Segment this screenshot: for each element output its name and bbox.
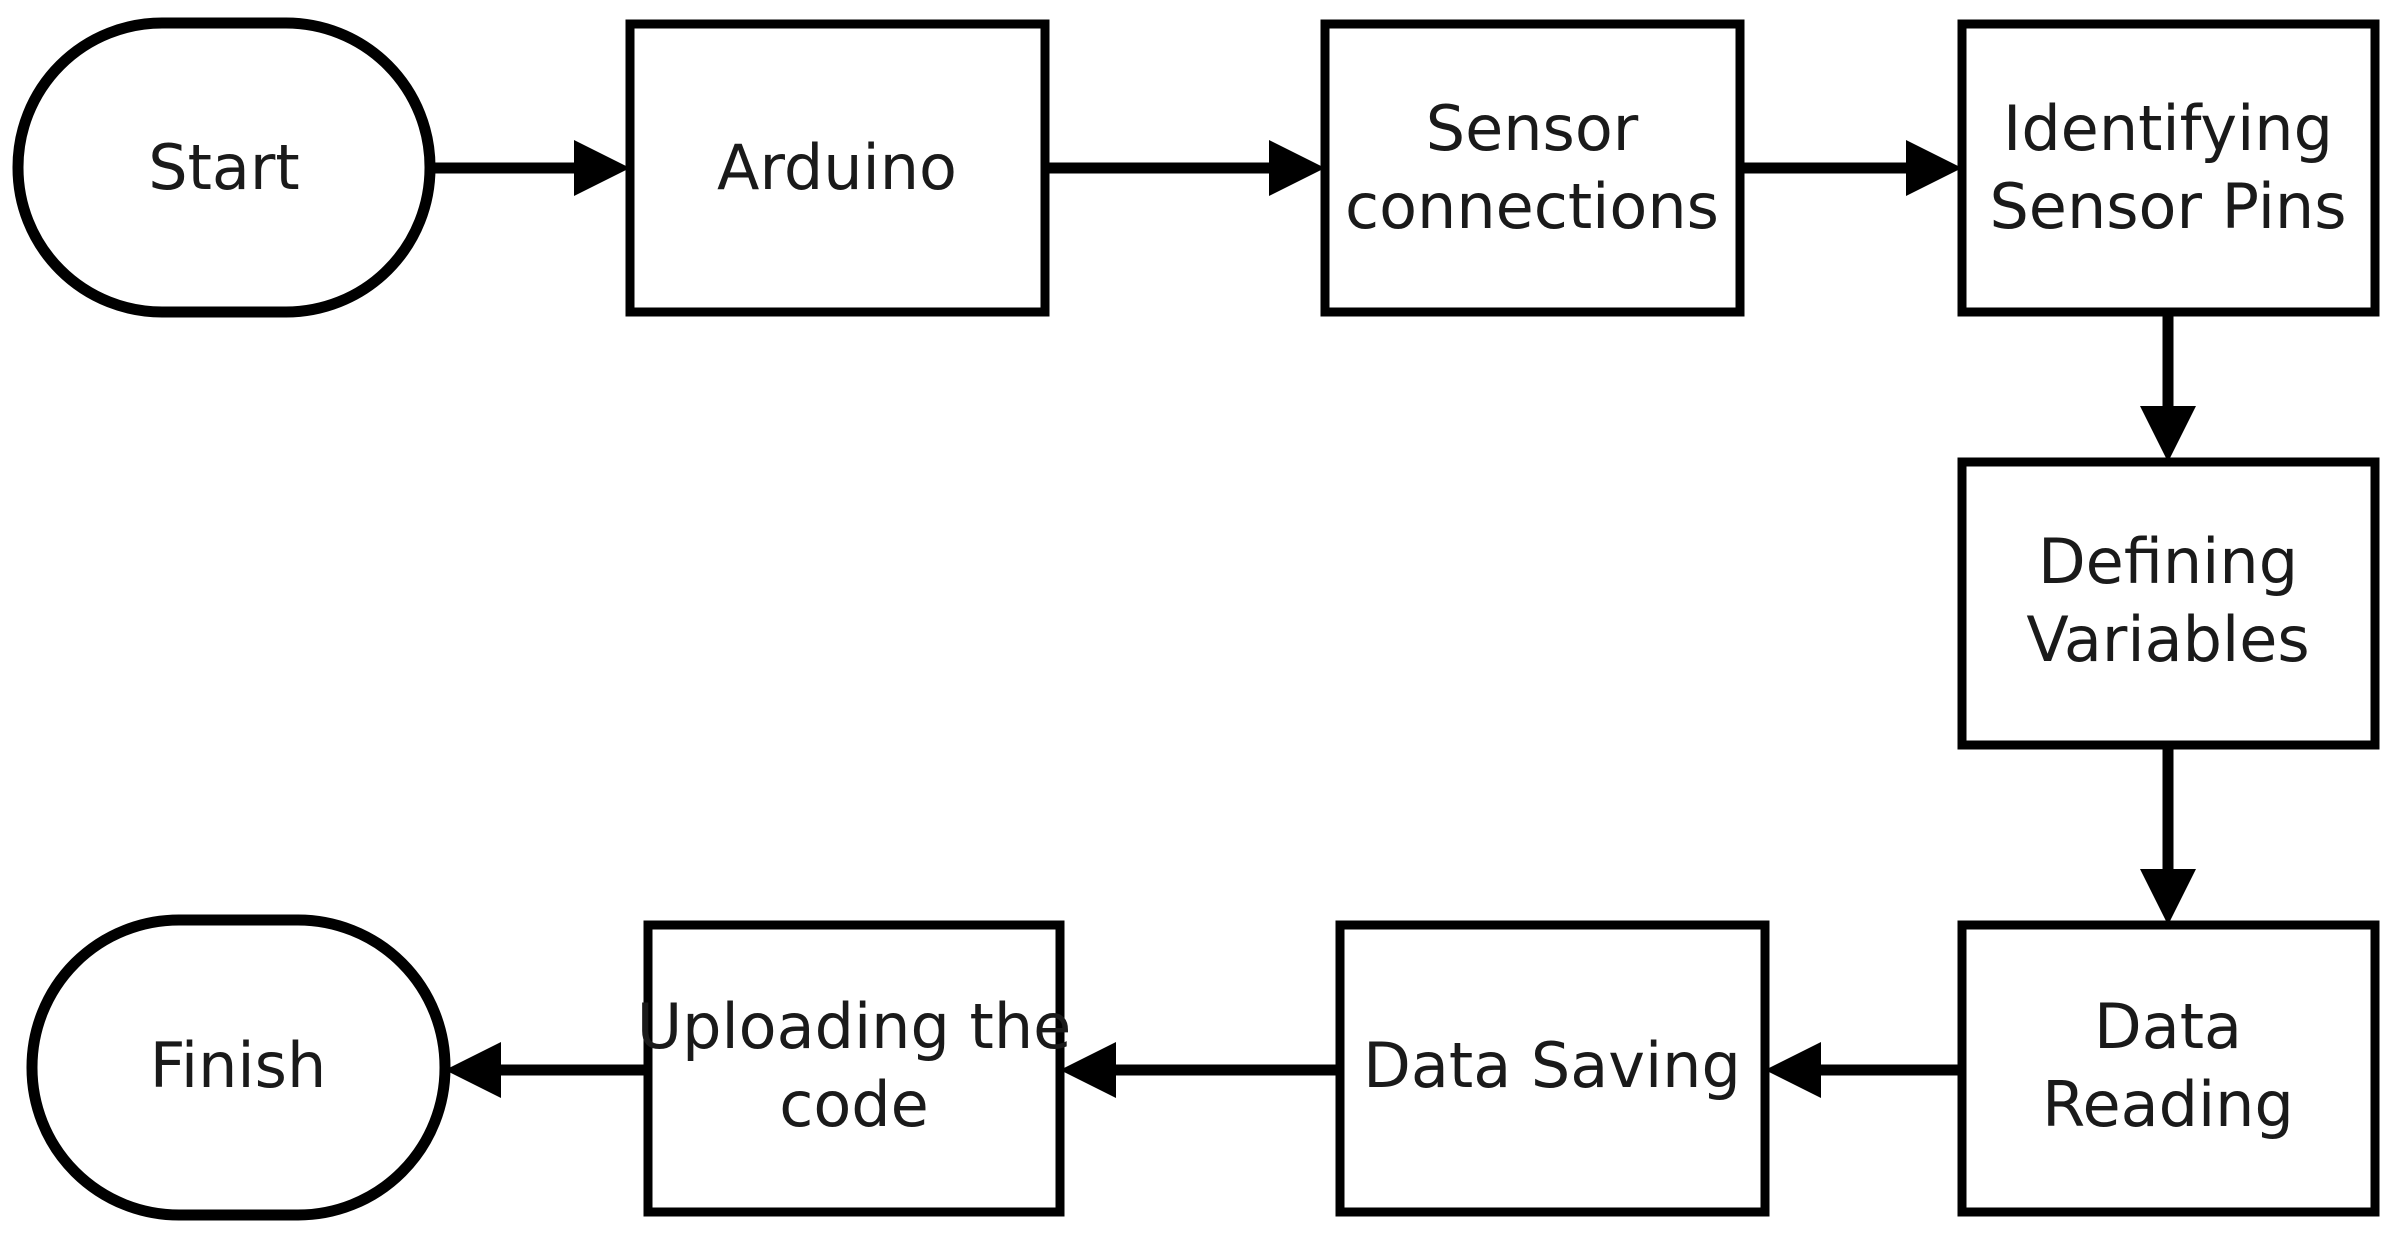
edge-data-reading-to-data-saving: [1765, 1042, 1962, 1098]
node-data-saving-label: Data Saving: [1363, 1029, 1741, 1102]
node-data-saving[interactable]: Data Saving: [1335, 920, 1770, 1217]
node-finish[interactable]: Finish: [26, 914, 451, 1221]
node-arduino[interactable]: Arduino: [625, 19, 1050, 317]
edge-defining-variables-to-data-reading: [2140, 745, 2196, 925]
edge-identifying-pins-to-defining-variables: [2140, 312, 2196, 462]
node-start[interactable]: Start: [12, 17, 436, 318]
edge-sensor-connections-to-identifying-pins: [1740, 140, 1962, 196]
node-start-label: Start: [148, 131, 299, 204]
node-finish-label: Finish: [150, 1029, 327, 1102]
edge-uploading-code-to-finish: [445, 1042, 648, 1098]
node-arduino-label: Arduino: [717, 131, 957, 204]
edge-start-to-arduino: [430, 140, 630, 196]
edge-arduino-to-sensor-connections: [1045, 140, 1325, 196]
edge-data-saving-to-uploading-code: [1060, 1042, 1340, 1098]
